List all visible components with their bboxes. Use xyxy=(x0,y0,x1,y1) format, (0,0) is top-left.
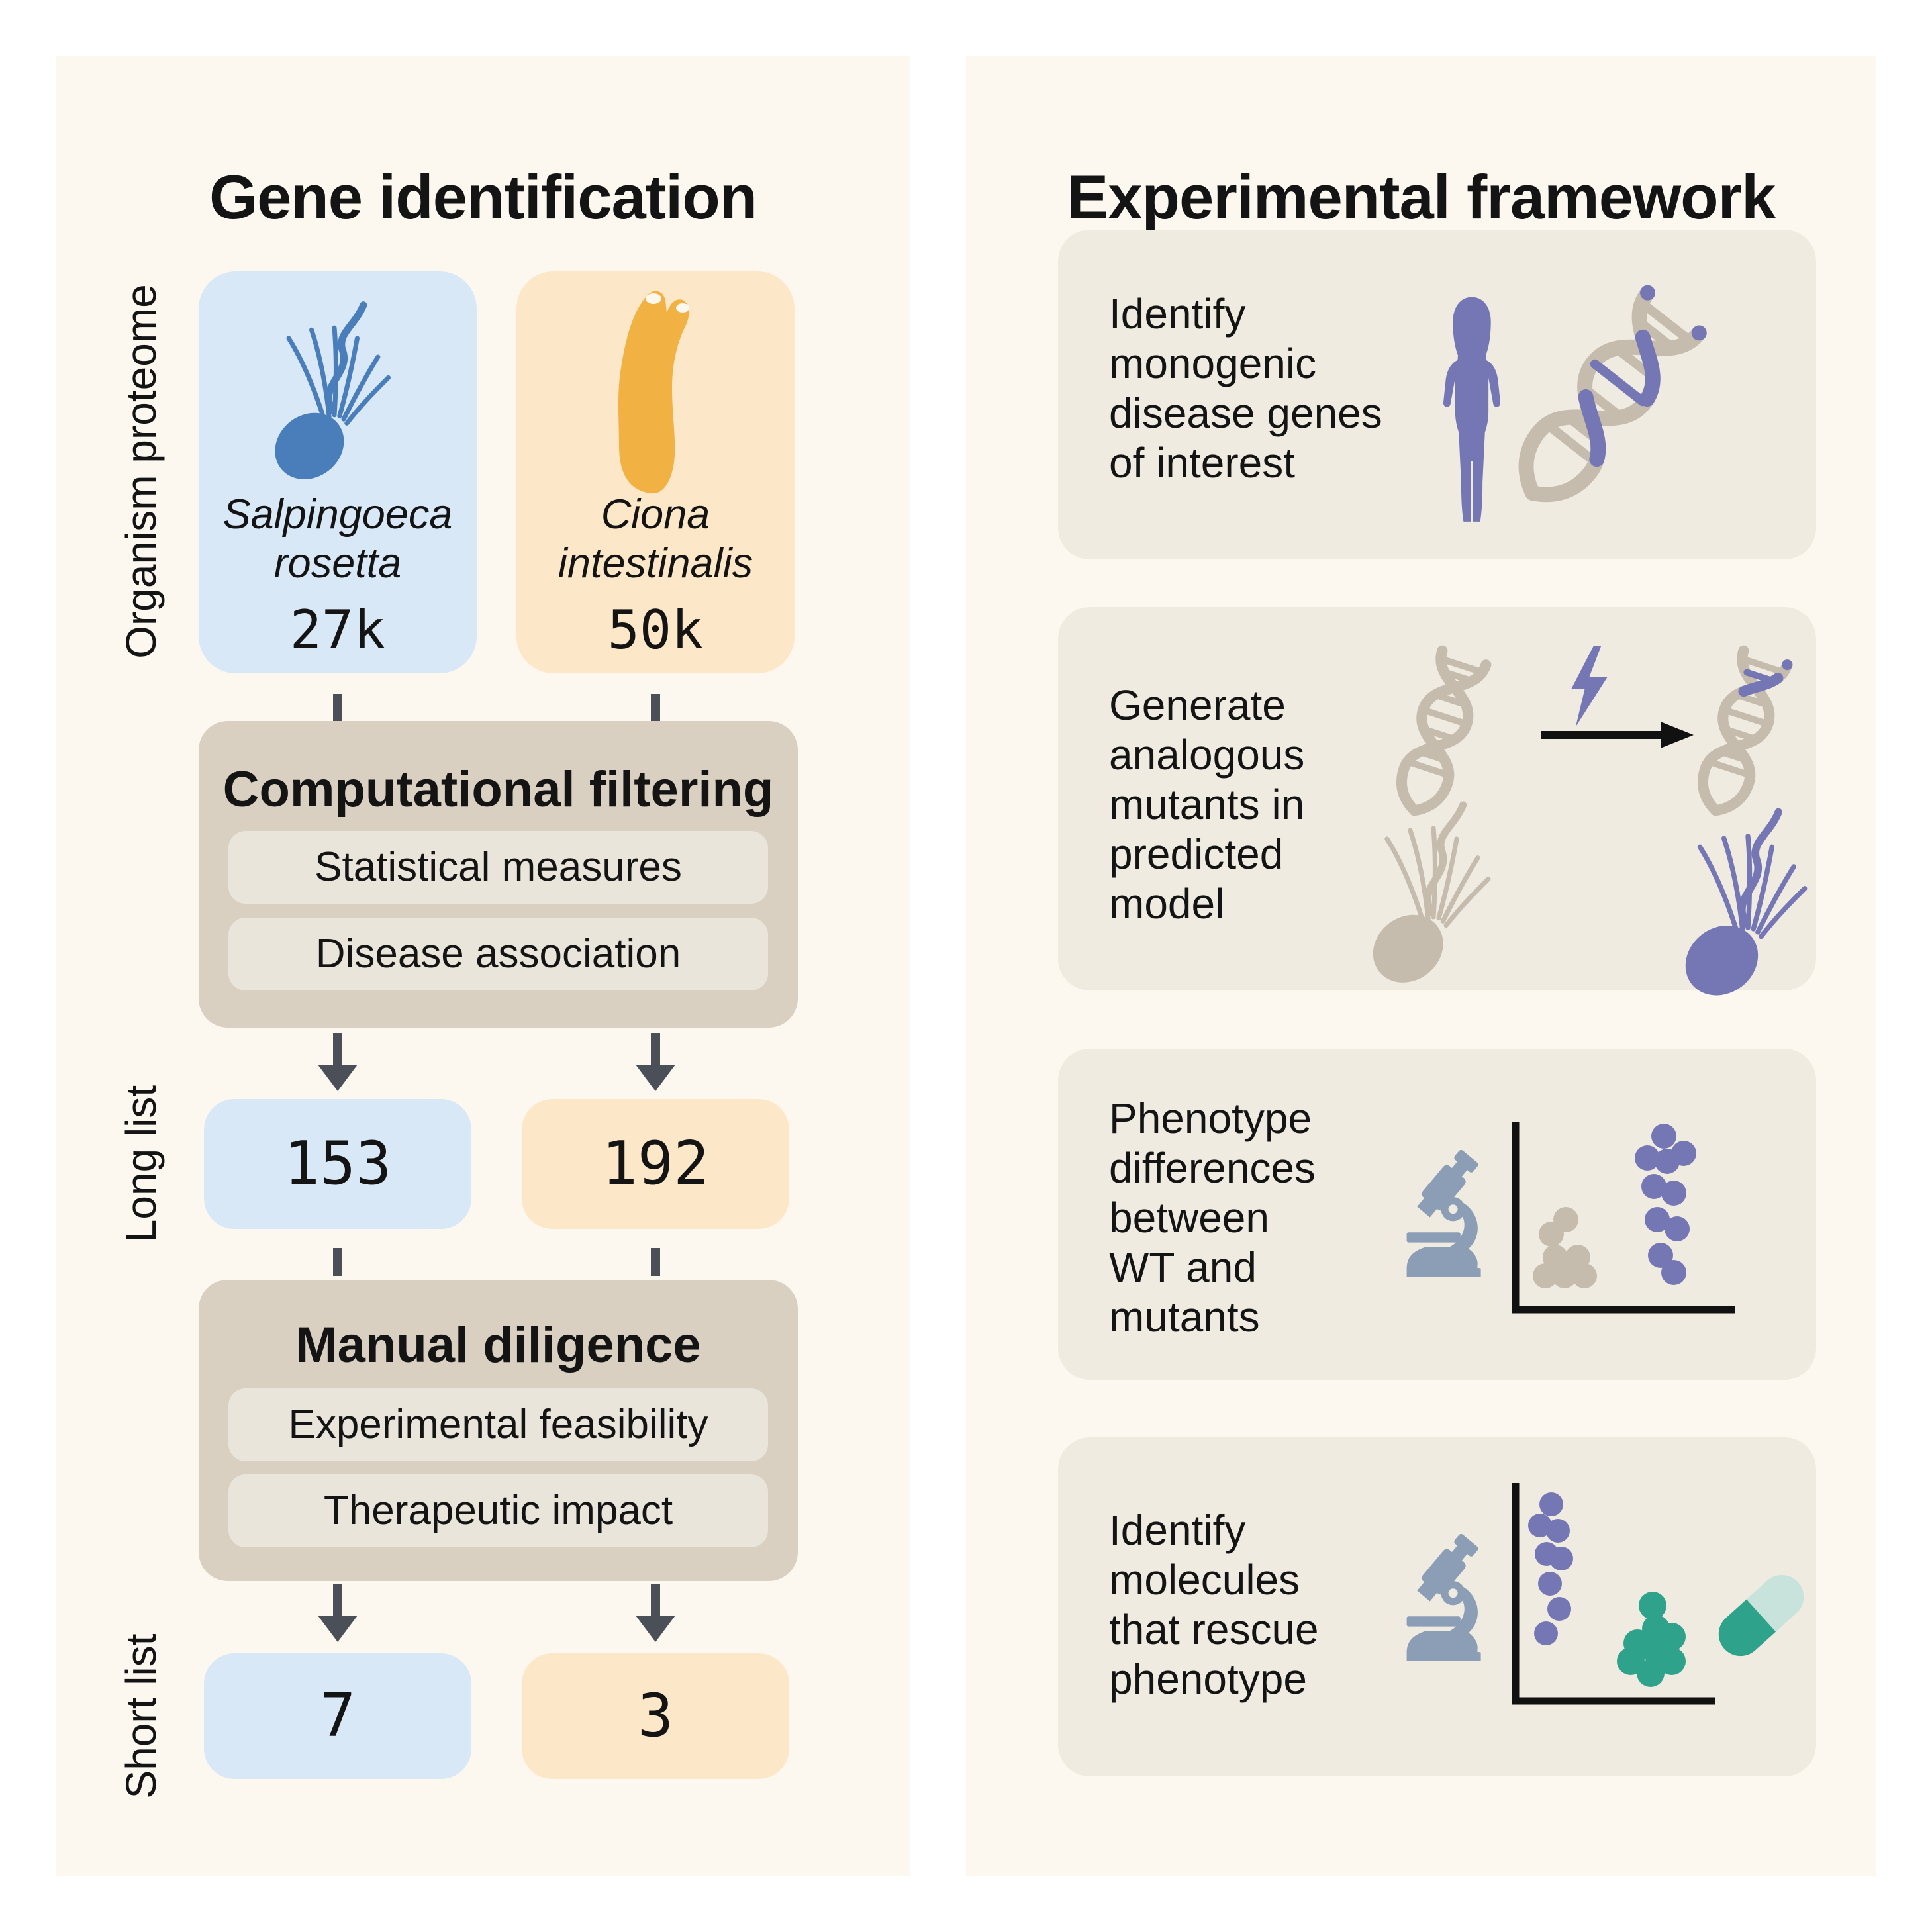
dna-wildtype-icon xyxy=(1373,640,1506,830)
card-text-line: Generate xyxy=(1109,681,1286,729)
dna-mutated-icon xyxy=(1480,271,1725,537)
card-text: Generate analogous mutants in predicted … xyxy=(1109,681,1480,929)
card-text: Phenotype differences between WT and mut… xyxy=(1109,1094,1480,1342)
card-phenotype-differences xyxy=(1058,1049,1816,1380)
filter-item: Experimental feasibility xyxy=(228,1388,768,1461)
down-arrow-icon xyxy=(636,1584,675,1642)
proteome-count: 50k xyxy=(607,599,704,661)
rescued-dots xyxy=(1617,1592,1686,1687)
card-text-line: model xyxy=(1109,880,1225,928)
card-text-line: WT and xyxy=(1109,1243,1257,1291)
connector-line xyxy=(333,1248,342,1276)
species-name: Ciona intestinalis xyxy=(516,490,795,588)
choanoflagellate-wildtype-icon xyxy=(1373,801,1491,983)
pill-capsule-icon xyxy=(1718,1574,1804,1657)
connector-line xyxy=(651,694,660,722)
ciona-icon xyxy=(618,291,689,494)
left-panel-title: Gene identification xyxy=(209,162,757,232)
filter-item: Therapeutic impact xyxy=(228,1474,768,1547)
card-identify-disease-genes xyxy=(1058,230,1816,559)
short-list-label: Short list xyxy=(117,1633,165,1799)
short-list-count-ciona: 3 xyxy=(522,1653,789,1779)
card-text-line: mutants in xyxy=(1109,781,1305,828)
salpingoeca-proteome-box: Salpingoeca rosetta 27k xyxy=(199,271,477,673)
microscope-icon xyxy=(1406,1533,1481,1661)
card-text-line: phenotype xyxy=(1109,1655,1307,1703)
card-text-line: Phenotype xyxy=(1109,1094,1312,1142)
microscope-icon xyxy=(1406,1149,1481,1277)
connector-line xyxy=(651,1248,660,1276)
computational-filtering-box: Computational filtering Statistical meas… xyxy=(199,721,798,1028)
down-arrow-icon xyxy=(318,1584,358,1642)
card-text-line: that rescue xyxy=(1109,1606,1319,1653)
manual-diligence-box: Manual diligence Experimental feasibilit… xyxy=(199,1280,798,1581)
choanoflagellate-mutant-icon xyxy=(1685,808,1808,996)
dna-mutated-icon xyxy=(1674,640,1807,830)
long-list-label: Long list xyxy=(117,1085,165,1243)
long-list-count-salpingoeca: 153 xyxy=(204,1099,471,1229)
card-text-line: predicted xyxy=(1109,830,1284,878)
organism-proteome-label: Organism proteome xyxy=(117,284,165,659)
card-text-line: Identify xyxy=(1109,1506,1246,1554)
long-list-number: 192 xyxy=(601,1129,710,1198)
scatter-plot-wt-vs-mutant xyxy=(1512,1122,1735,1314)
down-arrow-icon xyxy=(636,1033,675,1091)
card-text-line: of interest xyxy=(1109,439,1296,487)
short-list-count-salpingoeca: 7 xyxy=(204,1653,471,1779)
filter-title: Computational filtering xyxy=(222,761,774,818)
filter-item: Statistical measures xyxy=(228,831,768,904)
long-list-count-ciona: 192 xyxy=(522,1099,789,1229)
mutant-dots xyxy=(1528,1492,1573,1645)
card-text-line: molecules xyxy=(1109,1556,1300,1604)
card-text-line: differences xyxy=(1109,1144,1316,1192)
short-list-number: 3 xyxy=(637,1681,674,1751)
card-identify-rescue-molecules xyxy=(1058,1437,1816,1776)
species-name: Salpingoeca rosetta xyxy=(199,490,477,588)
species-name-line: Salpingoeca xyxy=(222,491,453,538)
card-text-line: disease genes xyxy=(1109,389,1382,437)
mutant-dots xyxy=(1635,1124,1696,1285)
connector-line xyxy=(333,694,342,722)
long-list-number: 153 xyxy=(283,1129,392,1198)
lightning-bolt-icon xyxy=(1571,646,1608,727)
card-text-line: analogous xyxy=(1109,731,1305,779)
proteome-count: 27k xyxy=(289,599,386,661)
card-text-line: monogenic xyxy=(1109,340,1317,387)
arrow-right-icon xyxy=(1541,722,1694,748)
card-text: Identify monogenic disease genes of inte… xyxy=(1109,289,1480,488)
species-name-line: intestinalis xyxy=(557,540,753,587)
species-name-line: rosetta xyxy=(273,540,402,587)
card-text-line: between xyxy=(1109,1194,1269,1241)
human-silhouette-icon xyxy=(1443,297,1501,522)
card-text-line: Identify xyxy=(1109,290,1246,338)
ciona-proteome-box: Ciona intestinalis 50k xyxy=(516,271,795,673)
wt-dots xyxy=(1533,1207,1597,1288)
card-text-line: mutants xyxy=(1109,1293,1260,1341)
scatter-plot-rescue xyxy=(1512,1483,1715,1705)
right-panel-title: Experimental framework xyxy=(1067,162,1776,232)
filter-item: Disease association xyxy=(228,918,768,990)
down-arrow-icon xyxy=(318,1033,358,1091)
short-list-number: 7 xyxy=(319,1681,356,1751)
species-name-line: Ciona xyxy=(601,491,710,538)
card-text: Identify molecules that rescue phenotype xyxy=(1109,1506,1480,1704)
filter-title: Manual diligence xyxy=(295,1317,701,1373)
choanoflagellate-icon xyxy=(275,301,391,480)
